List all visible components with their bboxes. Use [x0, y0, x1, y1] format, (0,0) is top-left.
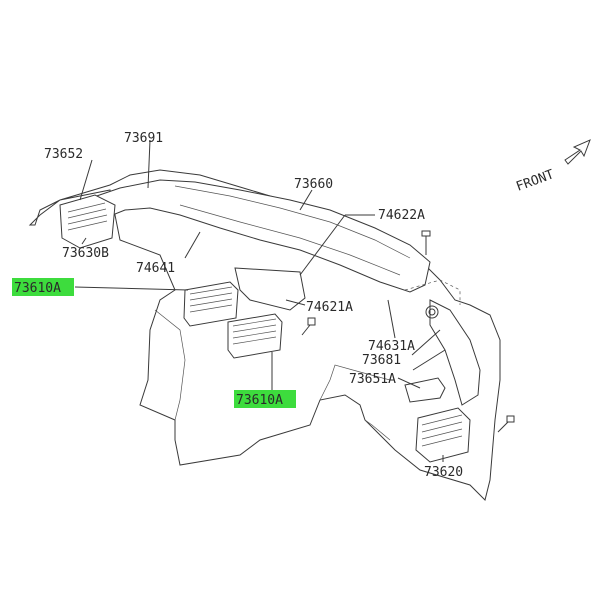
part-label-73651A: 73651A [349, 372, 396, 387]
part-label-74622A: 74622A [378, 208, 425, 223]
part-label-73691: 73691 [124, 131, 163, 146]
part-label-73620: 73620 [424, 465, 463, 480]
duct-ridge [174, 185, 411, 259]
screw [301, 317, 316, 336]
front-direction-arrow [564, 139, 591, 165]
right-side-duct-74631A [429, 299, 481, 406]
panel-contour [154, 309, 186, 421]
ring-clip [425, 305, 439, 319]
screw [421, 230, 431, 255]
center-vent-upper [183, 281, 239, 327]
left-side-vent [59, 194, 116, 249]
bracket-73651A [404, 377, 446, 403]
center-duct-74641 [234, 267, 306, 311]
right-side-vent-73620 [415, 407, 471, 463]
screw [497, 415, 515, 433]
main-duct-73691 [84, 179, 431, 293]
front-label: FRONT [514, 167, 556, 195]
center-vent-lower [227, 313, 283, 359]
duct-ridge [179, 204, 401, 276]
part-label-73681: 73681 [362, 353, 401, 368]
part-label-74641: 74641 [136, 261, 175, 276]
part-label-73660: 73660 [294, 177, 333, 192]
part-label-73610A-bottom: 73610A [236, 393, 283, 408]
part-label-74621A: 74621A [306, 300, 353, 315]
dashed-reference-line [404, 279, 461, 305]
panel-contour [319, 364, 391, 401]
part-label-73630B: 73630B [62, 246, 109, 261]
label-highlight [12, 278, 74, 296]
part-label-73610A-left: 73610A [14, 281, 61, 296]
vent-louvers [67, 202, 108, 231]
part-label-74631A: 74631A [368, 339, 415, 354]
vent-louvers [421, 414, 463, 447]
panel-contour [364, 419, 391, 441]
label-highlight [234, 390, 296, 408]
part-label-73652: 73652 [44, 147, 83, 162]
